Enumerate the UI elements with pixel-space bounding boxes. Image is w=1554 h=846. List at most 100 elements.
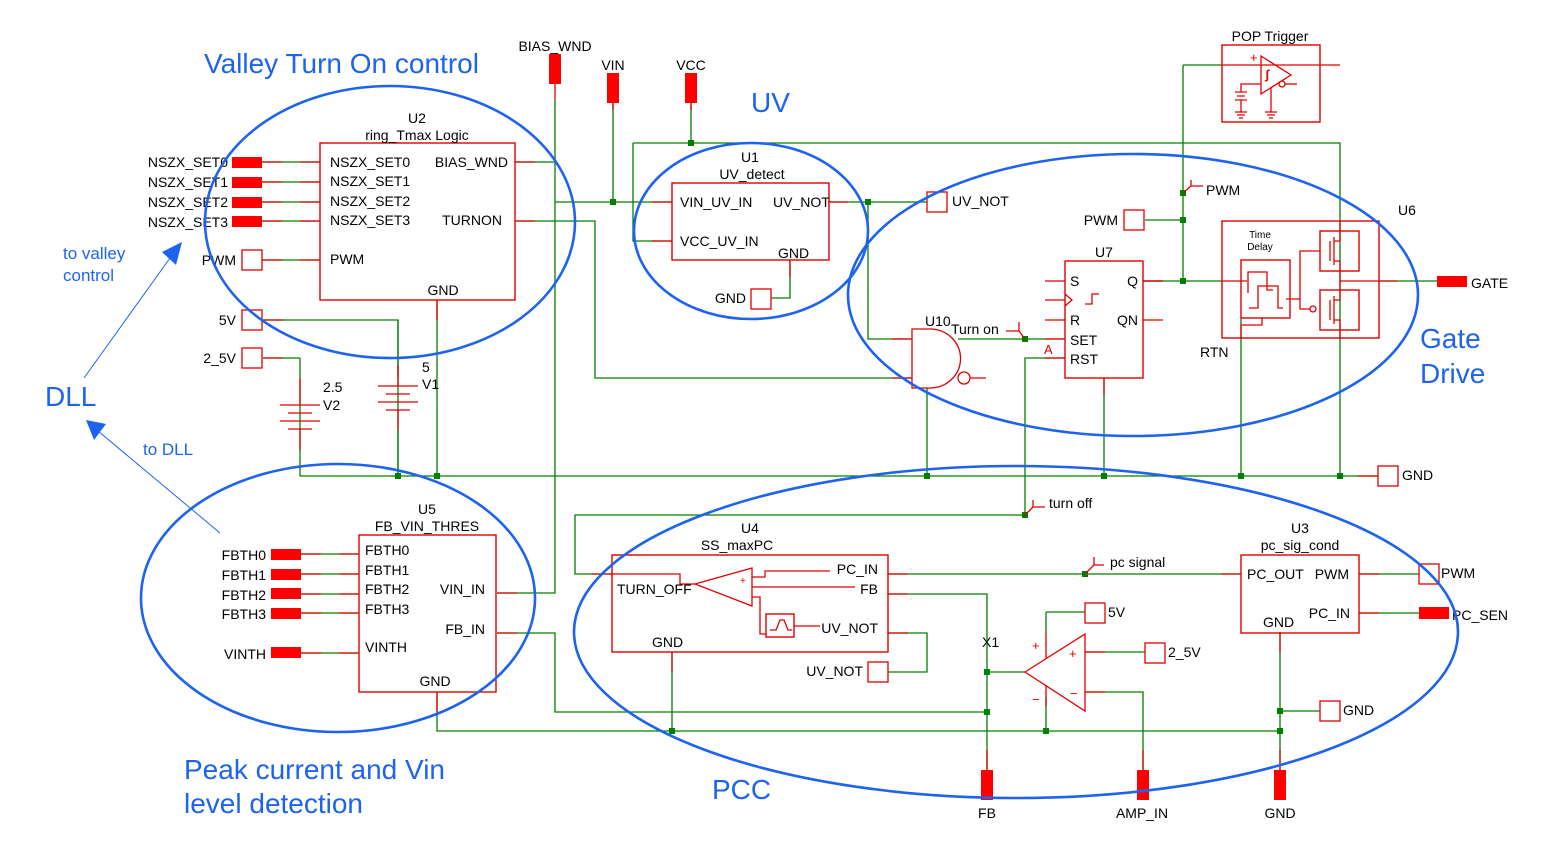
component-u1[interactable]: U1 UV_detect VIN_UV_IN VCC_UV_IN UV_NOT … (671, 149, 830, 261)
u10-ref: U10 (925, 313, 951, 329)
u7-ref: U7 (1095, 244, 1113, 260)
u10-turn-on-label: Turn on (951, 321, 999, 337)
port-vcc[interactable]: VCC (676, 57, 706, 103)
label-to-valley-1: to valley (63, 244, 126, 263)
arrow-to-valley-line (83, 257, 171, 379)
pc-signal-label: pc signal (1110, 554, 1165, 570)
u4-pin-uv-not: UV_NOT (821, 620, 878, 636)
port-gnd-u3[interactable] (1319, 700, 1341, 722)
u1-pin-vcc-uv-in: VCC_UV_IN (680, 233, 759, 249)
label-5v: 5V (219, 312, 237, 328)
label-amp-in: AMP_IN (1116, 805, 1168, 821)
u1-name: UV_detect (719, 166, 784, 182)
pc-signal-flag: pc signal (1084, 554, 1165, 575)
title-valley-turn-on: Valley Turn On control (204, 48, 479, 79)
arrow-to-dll-line (97, 430, 221, 534)
u5-pin-vin-in: VIN_IN (440, 581, 485, 597)
u7-pin-q: Q (1127, 273, 1138, 289)
time-delay-line2: Delay (1247, 242, 1273, 253)
u2-pin-nszx-set2: NSZX_SET2 (330, 193, 410, 209)
component-u3[interactable]: U3 pc_sig_cond PC_OUT PWM PC_IN GND (1240, 520, 1360, 634)
label-fbth2: FBTH2 (222, 587, 267, 603)
label-pwm-gate: PWM (1084, 212, 1118, 228)
port-2-5v-x1[interactable] (1144, 642, 1166, 664)
u3-pin-pc-out: PC_OUT (1247, 566, 1304, 582)
component-u4[interactable]: U4 SS_maxPC + TURN_OFF PC_IN FB UV_NOT G… (592, 520, 889, 653)
pop-title: POP Trigger (1232, 28, 1309, 44)
label-to-dll: to DLL (143, 440, 193, 459)
v1-value: 5 (422, 359, 430, 375)
battery-v2[interactable]: 2.5 V2 (280, 378, 343, 450)
label-gnd-rail: GND (1402, 467, 1433, 483)
u2-pin-bias-wnd: BIAS_WND (435, 154, 508, 170)
port-5v-x1[interactable] (1084, 602, 1106, 624)
u4-pin-pc-in: PC_IN (837, 561, 878, 577)
port-gnd-bottom[interactable]: GND (1264, 770, 1296, 821)
u1-ref: U1 (741, 149, 759, 165)
pwm-flag-label: PWM (1206, 182, 1240, 198)
component-u2[interactable]: U2 ring_Tmax Logic NSZX_SET0 NSZX_SET1 N… (319, 110, 516, 301)
port-pc-sen[interactable] (1419, 607, 1449, 619)
u2-ref: U2 (408, 110, 426, 126)
ellipse-uv (632, 141, 870, 321)
u4-pin-turn-off: TURN_OFF (617, 581, 692, 597)
u5-pin-fbth0: FBTH0 (365, 542, 410, 558)
title-drive: Drive (1420, 358, 1485, 389)
x1-ref: X1 (982, 634, 999, 650)
u6-ref: U6 (1398, 202, 1416, 218)
u7-pin-r: R (1070, 312, 1080, 328)
annotations: Valley Turn On control UV Gate Drive DLL… (45, 48, 1485, 819)
u2-pin-gnd: GND (427, 282, 458, 298)
v1-ref: V1 (422, 376, 439, 392)
u3-ref: U3 (1291, 520, 1309, 536)
port-nszx-set0[interactable] (232, 157, 262, 168)
u3-pin-gnd: GND (1263, 614, 1294, 630)
port-pwm-u2[interactable] (241, 249, 263, 271)
port-gnd-rail[interactable]: GND (1377, 465, 1433, 487)
u2-pin-pwm: PWM (330, 251, 364, 267)
port-vin[interactable]: VIN (601, 57, 625, 103)
port-nszx-set3[interactable] (232, 216, 262, 227)
port-2-5v[interactable] (241, 347, 263, 369)
v2-ref: V2 (323, 397, 340, 413)
pop-trigger[interactable]: POP Trigger + ʃ (1221, 28, 1340, 123)
label-nszx-set2: NSZX_SET2 (148, 194, 228, 210)
component-u10[interactable]: U10 Turn on (892, 313, 1026, 389)
u5-pin-fb-in: FB_IN (445, 621, 485, 637)
port-amp-in[interactable]: AMP_IN (1116, 770, 1168, 821)
port-fbth1[interactable] (271, 569, 301, 580)
port-nszx-set1[interactable] (232, 177, 262, 188)
port-gate[interactable]: GATE (1437, 275, 1508, 291)
u5-pin-fbth1: FBTH1 (365, 562, 410, 578)
u1-ports: GND UV_NOT (715, 191, 1009, 310)
u4-ref: U4 (741, 520, 759, 536)
battery-v1[interactable]: 5 V1 (378, 320, 439, 476)
u5-input-ports: FBTH0 FBTH1 FBTH2 FBTH3 VINTH (222, 547, 301, 662)
port-bias-wnd[interactable]: BIAS_WND (518, 38, 592, 84)
u4-pin-gnd: GND (652, 634, 683, 650)
port-fbth3[interactable] (271, 608, 301, 619)
pop-plus: + (1250, 50, 1258, 65)
component-u6[interactable]: U6 Time Delay RTN (1200, 202, 1416, 360)
component-u5[interactable]: U5 FB_VIN_THRES FBTH0 FBTH1 FBTH2 FBTH3 … (358, 501, 497, 693)
label-nszx-set0: NSZX_SET0 (148, 154, 228, 170)
port-vinth[interactable] (271, 647, 301, 658)
opamp-x1[interactable]: X1 + − + − (982, 632, 1105, 713)
port-vcc-label: VCC (676, 57, 706, 73)
component-u7[interactable]: U7 S R SET RST Q QN A (1044, 244, 1163, 395)
x1-ports: 5V 2_5V (1084, 602, 1201, 664)
port-fbth0[interactable] (271, 549, 301, 560)
time-delay-block (1240, 259, 1291, 319)
port-fbth2[interactable] (271, 588, 301, 599)
v2-value: 2.5 (323, 379, 343, 395)
title-peak-2: level detection (184, 788, 363, 819)
port-pwm-gate[interactable]: PWM (1084, 209, 1145, 231)
port-fb[interactable]: FB (978, 770, 996, 821)
label-gnd-u3: GND (1343, 702, 1374, 718)
port-gnd-u1[interactable] (750, 288, 772, 310)
title-uv: UV (751, 87, 790, 118)
label-uv-not-u4: UV_NOT (806, 663, 863, 679)
port-nszx-set2[interactable] (232, 197, 262, 208)
port-uv-not-u4[interactable]: UV_NOT (806, 661, 889, 683)
title-gate: Gate (1420, 323, 1481, 354)
